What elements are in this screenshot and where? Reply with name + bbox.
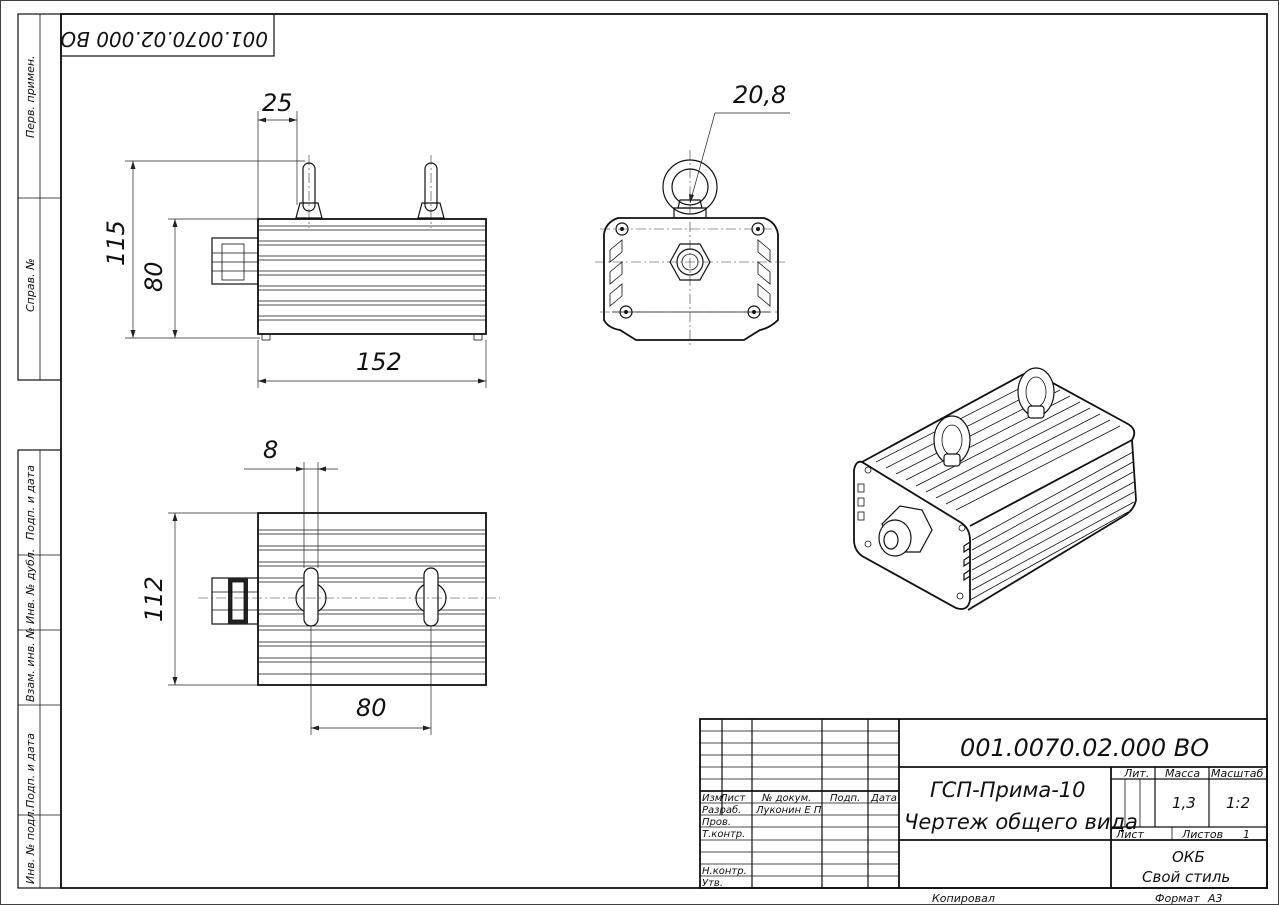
doc-code-rotated: 001.0070.02.000 ВО [60,27,268,51]
dim-25: 25 [262,89,293,117]
top-view [198,512,500,686]
dim-112: 112 [140,576,168,622]
margin-label-sprav-no: Справ. № [24,258,37,312]
col-no-dokum: № докум. [761,793,811,804]
front-view [211,155,487,341]
dim-80-horizontal: 80 [356,694,387,722]
dim-80-vertical: 80 [140,261,168,292]
row-prov: Пров. [702,817,731,828]
row-razrab: Разраб. [702,804,741,816]
listov-label: Листов [1181,828,1223,841]
margin-label-perv-primen: Перв. примен. [24,55,37,138]
col-list: Лист [719,793,747,804]
isometric-view [853,367,1137,611]
massa-value: 1,3 [1172,794,1196,812]
format-label: Формат [1155,892,1200,905]
drawing-type: Чертеж общего вида [904,810,1138,834]
row-t-kontr: Т.контр. [702,829,745,840]
org-line-1: ОКБ [1172,848,1205,866]
dim-20-8: 20,8 [733,81,786,109]
margin-label-podp-data-2: Подп. и дата [24,733,37,808]
kopiroval-label: Копировал [932,892,995,905]
list-label: Лист [1115,828,1144,841]
product-name: ГСП-Прима-10 [930,778,1086,802]
row-n-kontr: Н.контр. [702,866,747,877]
massa-label: Масса [1165,767,1200,780]
masshtab-value: 1:2 [1226,794,1250,812]
listov-value: 1 [1243,828,1250,841]
top-view-dimensions: 8 112 80 [140,436,432,735]
margin-label-inv-dubl: Инв. № дубл. [24,549,37,624]
front-view-dimensions: 25 115 80 152 [102,89,487,388]
masshtab-label: Масштаб [1211,767,1263,780]
title-block [699,718,1268,889]
side-view: 20,8 [595,81,790,345]
format-value: А3 [1207,892,1223,905]
col-izm: Изм [702,793,723,804]
dim-152: 152 [356,348,402,376]
col-podp: Подп. [830,793,860,804]
col-data: Дата [870,793,897,804]
razrab-name: Луконин Е П [755,805,822,816]
margin-label-inv-podl: Инв. № подл. [24,808,37,884]
dim-115: 115 [102,220,130,266]
margin-label-vzam-inv: Взам. инв. № [24,627,37,702]
doc-code-box-rotated: 001.0070.02.000 ВО [60,13,275,57]
margin-label-podp-data-1: Подп. и дата [24,465,37,540]
lit-label: Лит. [1123,767,1149,780]
row-utv: Утв. [702,878,723,889]
dim-8: 8 [263,436,278,464]
doc-code: 001.0070.02.000 ВО [960,734,1209,762]
org-line-2: Свой стиль [1142,868,1230,886]
